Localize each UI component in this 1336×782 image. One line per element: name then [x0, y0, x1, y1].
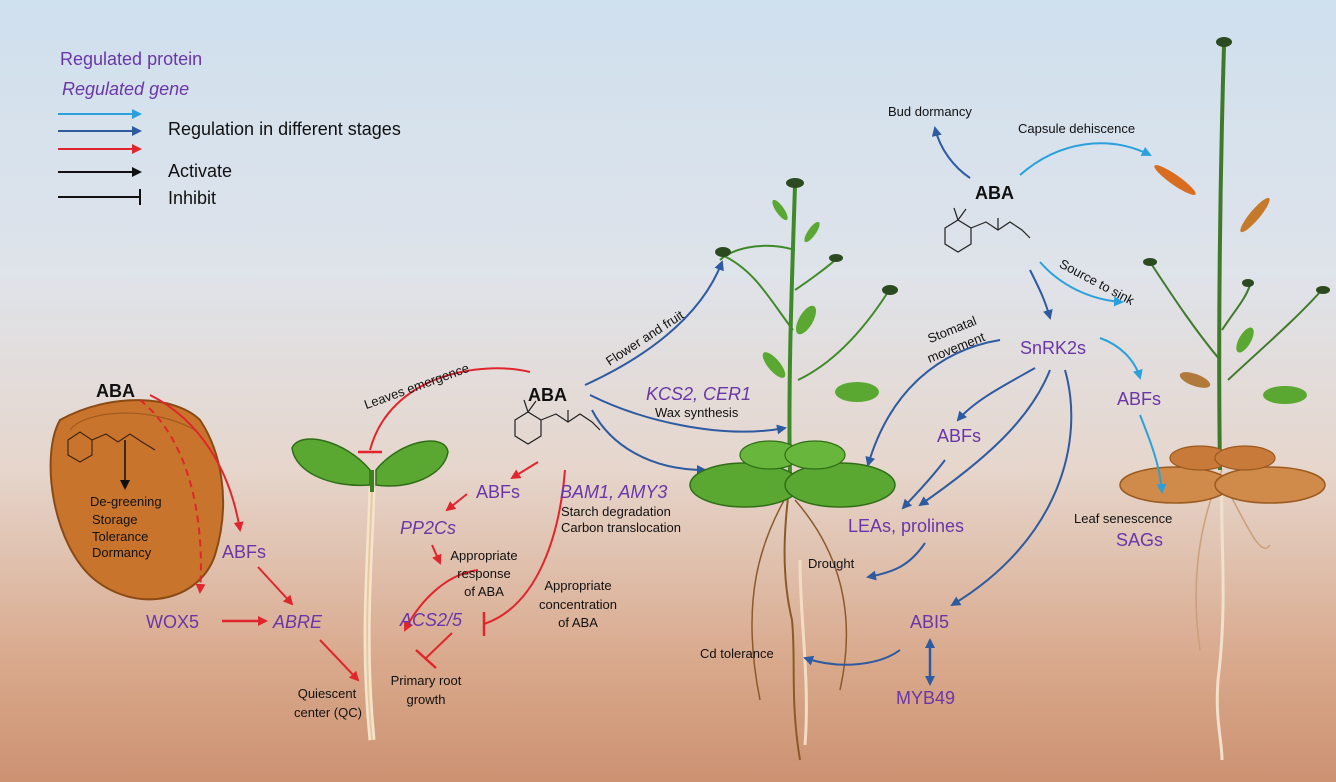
legend-activate: Activate — [168, 161, 233, 181]
abre-label: ABRE — [273, 612, 323, 632]
legend-gene: Regulated gene — [62, 79, 190, 99]
primary-root-line2: growth — [406, 692, 446, 707]
seedling-illustration — [291, 438, 449, 741]
legend-protein: Regulated protein — [60, 49, 203, 69]
seed-role-dormancy: Dormancy — [92, 545, 152, 560]
legend-stages: Regulation in different stages — [168, 119, 401, 139]
legend-lines — [58, 109, 142, 205]
mature-arrows — [803, 339, 1073, 686]
abfs-senescence: ABFs — [1117, 389, 1162, 409]
cd-tolerance-label: Cd tolerance — [700, 646, 774, 661]
senescing-plant-illustration — [1119, 37, 1330, 761]
bud-dormancy-label: Bud dormancy — [888, 104, 972, 119]
mature-plant-illustration — [689, 178, 898, 761]
myb49-label: MYB49 — [896, 688, 956, 708]
aba-middle-label: ABA — [528, 385, 567, 405]
seed-arrows — [139, 394, 360, 682]
snrk2s-label: SnRK2s — [1020, 338, 1087, 358]
drought-label: Drought — [808, 556, 855, 571]
kcs2-cer1-label: KCS2, CER1 — [646, 384, 752, 404]
starch-degradation-label: Starch degradation — [561, 504, 671, 519]
wax-synthesis-label: Wax synthesis — [655, 405, 739, 420]
abi5-label: ABI5 — [910, 612, 950, 632]
capsule-dehiscence-label: Capsule dehiscence — [1018, 121, 1136, 136]
seed-illustration — [49, 399, 225, 601]
aba-right-label: ABA — [975, 183, 1014, 203]
concentration-line3: of ABA — [558, 615, 598, 630]
response-line1: Appropriate — [450, 548, 518, 563]
aba-molecule-right — [944, 207, 1031, 253]
leas-prolines-label: LEAs, prolines — [848, 516, 965, 536]
abfs-seed: ABFs — [222, 542, 267, 562]
aba-molecule-seed — [67, 431, 156, 463]
concentration-line1: Appropriate — [544, 578, 612, 593]
response-line3: of ABA — [464, 584, 504, 599]
wox5-label: WOX5 — [146, 612, 200, 632]
seed-role-degreening: De-greening — [90, 494, 162, 509]
bam1-amy3-label: BAM1, AMY3 — [560, 482, 668, 502]
sags-label: SAGs — [1116, 530, 1164, 550]
primary-root-line1: Primary root — [390, 673, 462, 688]
seed-role-storage: Storage — [92, 512, 138, 527]
pp2cs-label: PP2Cs — [400, 518, 457, 538]
seed-role-tolerance: Tolerance — [92, 529, 149, 544]
acs25-label: ACS2/5 — [400, 610, 463, 630]
abfs-middle: ABFs — [476, 482, 521, 502]
senescence-arrows — [931, 126, 1167, 494]
aba-molecule-middle — [514, 399, 601, 445]
leaf-senescence-label: Leaf senescence — [1074, 511, 1173, 526]
abfs-mature: ABFs — [937, 426, 982, 446]
seedling-arrows — [358, 260, 787, 669]
concentration-line2: concentration — [538, 597, 618, 612]
legend-inhibit: Inhibit — [168, 188, 217, 208]
aba-seed-label: ABA — [96, 381, 135, 401]
qc-label-line2: center (QC) — [294, 705, 362, 720]
qc-label-line1: Quiescent — [297, 686, 357, 701]
response-line2: response — [457, 566, 511, 581]
carbon-translocation-label: Carbon translocation — [561, 520, 681, 535]
